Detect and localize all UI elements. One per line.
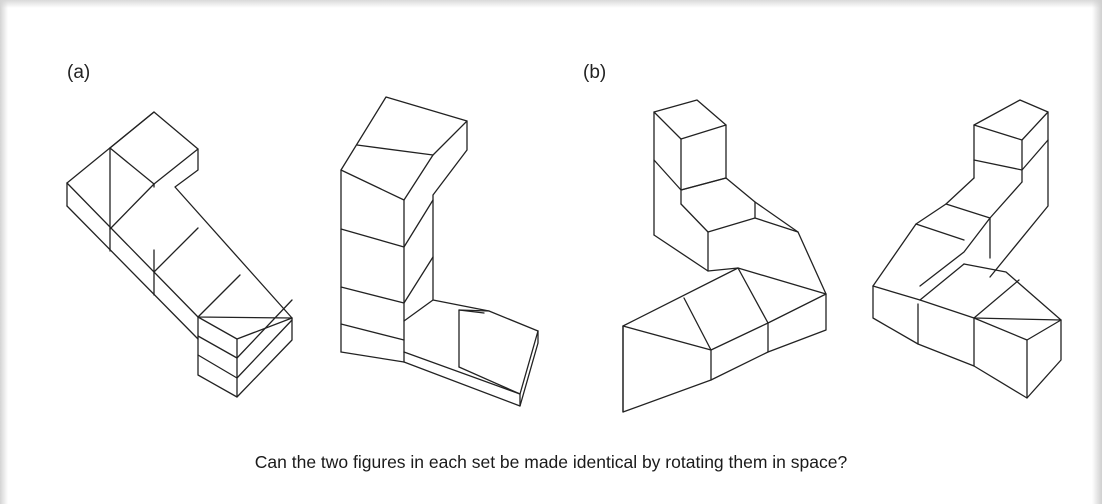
- figure-b-right-tower-level: [973, 139, 1049, 171]
- figure-b-right-bottom-top-edge: [973, 317, 1062, 341]
- figure-a-left-upper-cube-right: [153, 148, 199, 185]
- figure-b-right-bottom-divider-1: [919, 263, 965, 301]
- figure-a-right-arm-right: [519, 330, 539, 407]
- figure-a-left-tower-level-1: [197, 299, 293, 359]
- figure-b-right-bottom-front: [872, 285, 1062, 399]
- figure-a-left-tower-level-2: [197, 319, 293, 379]
- figure-a-right: [340, 96, 539, 407]
- figure-b-right-bottom-top: [872, 263, 1062, 321]
- figure-b-left-arm-top: [680, 177, 827, 295]
- figure-b-right-tower-right: [989, 111, 1049, 278]
- figure-a-left-upper-cube: [109, 111, 155, 149]
- figure-a-right-column-right: [432, 120, 468, 301]
- figure-b-right: [872, 99, 1062, 399]
- figure-b-left-bottom-divider-1: [683, 297, 712, 351]
- figure-a-right-arm-front-top: [403, 330, 539, 395]
- figure-a-left-top-divider-5: [153, 227, 199, 273]
- figure-b-left-bottom-top: [622, 267, 827, 351]
- figure-a-right-level-3: [340, 323, 405, 341]
- figure-b-left-arm-left: [653, 234, 739, 272]
- figure-b-left-arm-inner: [680, 203, 799, 233]
- figure-a-left-front-edge: [66, 182, 293, 319]
- set-a-label: (a): [67, 62, 91, 83]
- figure-b-right-arm-top: [872, 177, 975, 287]
- figure-a-right-arm-face: [403, 361, 521, 407]
- figure-b-left-bottom-divider-2: [737, 267, 769, 324]
- figure-b-right-arm-divider-2: [915, 223, 965, 241]
- panel-shadow-left: [0, 0, 8, 504]
- figure-a-left-top-divider-4: [109, 183, 155, 230]
- set-b-label: (b): [583, 62, 607, 83]
- figure-a-right-level-1: [340, 199, 434, 248]
- panel-shadow-right: [1092, 0, 1102, 504]
- figure-b-left-tower-level: [653, 159, 727, 191]
- figure-a-right-arm-divider-2: [458, 309, 485, 368]
- figure-a-left-top-divider-7: [197, 274, 241, 318]
- figure-caption: Can the two figures in each set be made …: [254, 452, 848, 472]
- figure-a-left: [66, 111, 293, 398]
- figure-b-left: [622, 99, 827, 413]
- figure-a-right-arm-bottom: [340, 351, 405, 363]
- figure-a-right-level-2: [340, 256, 434, 304]
- figure-a-right-top-face: [340, 96, 468, 201]
- figure-b-right-arm-divider-1: [945, 203, 991, 219]
- figure-b-right-tower-top: [973, 99, 1049, 141]
- figure-a-left-tower-front: [197, 316, 293, 398]
- figure-b-right-bottom-divider-2: [973, 279, 1020, 319]
- figure-a-right-arm-top: [403, 299, 539, 332]
- figure-a-left-tower-top: [197, 316, 293, 340]
- figure-a-right-top-divider: [356, 144, 434, 156]
- figure-a-left-top-outline: [66, 111, 293, 319]
- figure-b-right-arm-front: [919, 181, 1023, 287]
- panel-shadow-top: [0, 0, 1102, 8]
- figure-b-left-bottom-front: [622, 293, 827, 413]
- figure-b-left-tower-top: [653, 99, 727, 140]
- figure-a-left-bottom-edge: [66, 205, 199, 340]
- figure-a-left-top-divider-1: [109, 147, 155, 185]
